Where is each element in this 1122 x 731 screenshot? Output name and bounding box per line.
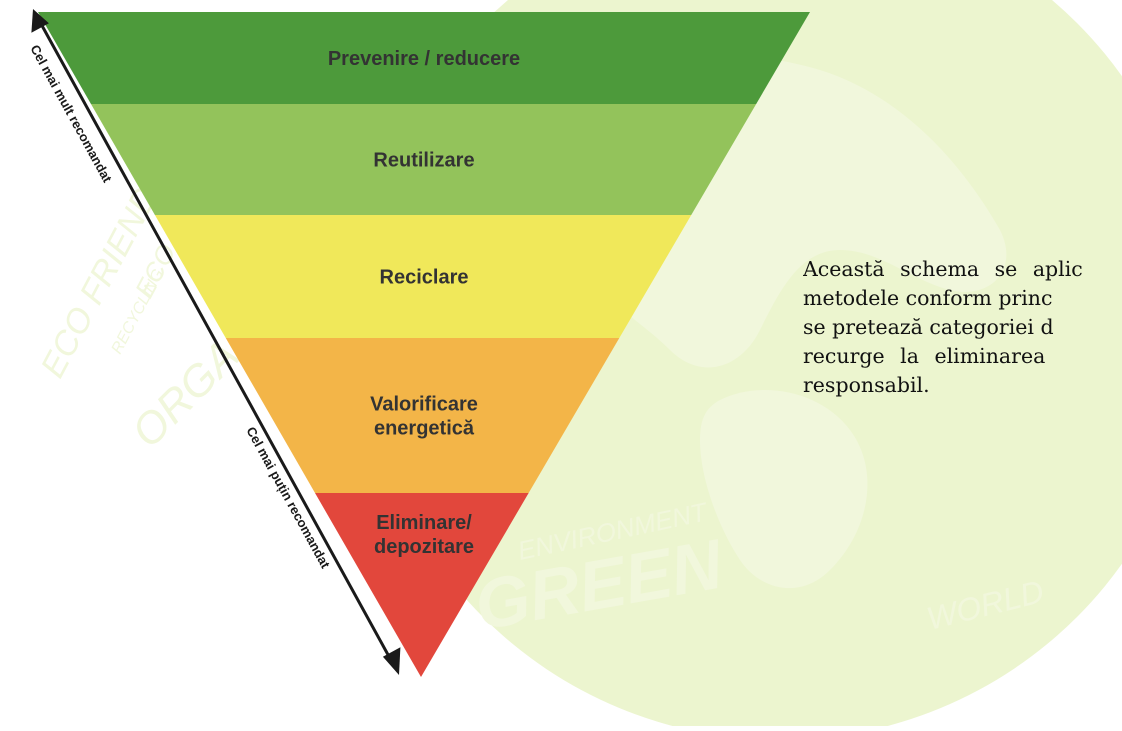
side-text-line: se pretează categoriei d	[803, 315, 1054, 339]
pyramid-level-2	[90, 104, 757, 215]
pyramid-level-1	[38, 12, 810, 104]
pyramid-level-4	[225, 338, 620, 493]
side-text-line: responsabil.	[803, 373, 930, 397]
arrow-head-bottom	[382, 647, 401, 675]
pyramid-level-5	[315, 493, 529, 677]
pyramid-level-4-label: energetică	[374, 418, 475, 440]
arrow-head-top	[31, 9, 49, 33]
pyramid-level-2-label: Reutilizare	[373, 150, 474, 172]
continent-shape	[700, 390, 868, 589]
pyramid-level-5-label: depozitare	[374, 536, 474, 558]
side-text-line: recurge la eliminarea	[803, 344, 1046, 368]
waste-hierarchy-pyramid: Prevenire / reducereReutilizareReciclare…	[38, 12, 810, 677]
arrow-shaft	[38, 21, 394, 663]
side-text-paragraph: Această schema se aplic metodele conform…	[803, 255, 1122, 400]
side-text-line: Această schema se aplic	[803, 257, 1083, 281]
side-text-line: metodele conform princ	[803, 286, 1053, 310]
pyramid-level-4-label: Valorificare	[370, 394, 478, 416]
pyramid-level-3	[154, 215, 692, 338]
pyramid-level-1-label: Prevenire / reducere	[328, 48, 520, 70]
pyramid-level-5-label: Eliminare/	[376, 512, 472, 534]
pyramid-level-3-label: Reciclare	[380, 267, 469, 289]
